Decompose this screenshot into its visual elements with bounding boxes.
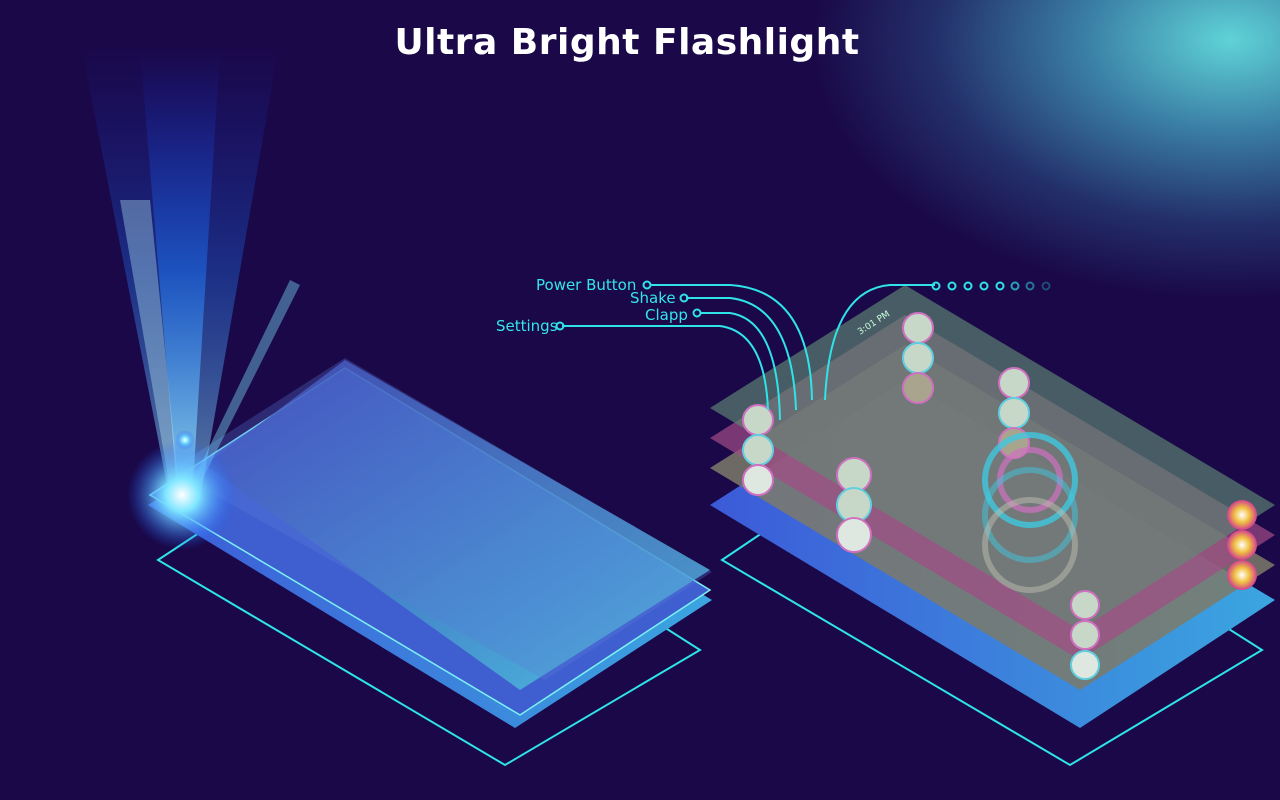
flashlight-beam bbox=[80, 40, 300, 550]
settings-buttons[interactable] bbox=[902, 312, 934, 404]
brightness-buttons[interactable] bbox=[998, 367, 1030, 459]
callout-settings: Settings bbox=[496, 317, 558, 335]
page-title: Ultra Bright Flashlight bbox=[394, 22, 860, 63]
callout-clapp: Clapp bbox=[645, 306, 688, 324]
sos-buttons[interactable] bbox=[1070, 590, 1100, 680]
right-tablet: 3:01 PM bbox=[710, 285, 1275, 767]
screen-light-buttons[interactable] bbox=[836, 457, 872, 553]
left-tablet bbox=[148, 358, 712, 767]
color-wheel-buttons[interactable] bbox=[1227, 500, 1257, 590]
tablet-glass-overlay bbox=[170, 358, 712, 680]
tablet-glass bbox=[205, 360, 710, 690]
callouts bbox=[555, 280, 1051, 421]
callout-shake: Shake bbox=[630, 289, 676, 307]
power-button[interactable] bbox=[982, 432, 1078, 593]
callout-power-button: Power Button bbox=[536, 276, 636, 294]
clap-shake-buttons[interactable] bbox=[742, 404, 774, 496]
